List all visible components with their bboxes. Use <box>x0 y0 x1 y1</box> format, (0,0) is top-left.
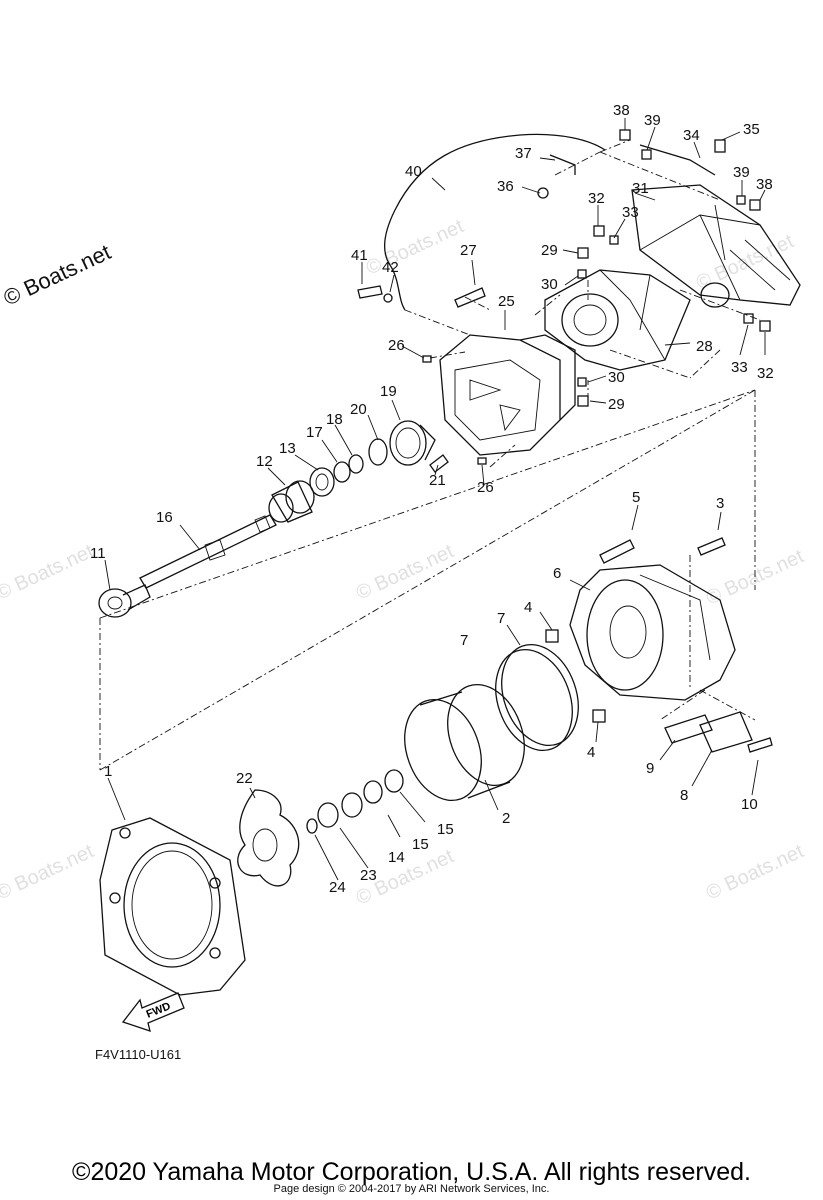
watermark-faint-group: © Boats.net © Boats.net © Boats.net © Bo… <box>0 215 807 909</box>
callout-5: 5 <box>632 489 640 506</box>
watermark-faint: © Boats.net <box>0 540 97 604</box>
watermark-faint: © Boats.net <box>363 215 468 279</box>
callout-22: 22 <box>236 770 253 787</box>
callout-38a: 38 <box>613 102 630 119</box>
callout-30a: 30 <box>541 276 558 293</box>
fwd-label: FWD <box>145 1000 173 1021</box>
plate-part-8 <box>699 711 753 753</box>
watermark-main: © Boats.net <box>0 239 115 310</box>
diagram-code: F4V1110-U161 <box>95 1047 181 1062</box>
callout-3: 3 <box>716 495 724 512</box>
o-ring-part-20 <box>368 438 388 466</box>
callout-16: 16 <box>156 509 173 526</box>
callout-26a: 26 <box>388 337 405 354</box>
callout-18: 18 <box>326 411 343 428</box>
callout-36: 36 <box>497 178 514 195</box>
watermark-faint: © Boats.net <box>703 840 808 904</box>
intake-plate-part-1 <box>99 817 246 996</box>
callout-28: 28 <box>696 338 713 355</box>
callout-13: 13 <box>279 440 296 457</box>
seal-rings-part-7 <box>495 643 579 752</box>
washer-part-15 <box>384 769 404 793</box>
callout-26b: 26 <box>477 479 494 496</box>
housing-part-6 <box>569 564 736 701</box>
impeller-part-22 <box>237 789 300 887</box>
watermark-faint: © Boats.net <box>0 840 97 904</box>
coupling-part-11 <box>98 584 151 618</box>
callout-29b: 29 <box>608 396 625 413</box>
callout-40: 40 <box>405 163 422 180</box>
bolt-part-5 <box>599 539 635 564</box>
callout-39a: 39 <box>644 112 661 129</box>
callout-10: 10 <box>741 796 758 813</box>
callout-15b: 15 <box>437 821 454 838</box>
cap-part-19 <box>389 420 436 466</box>
bolt-part-10 <box>747 737 773 753</box>
assembly-guide-lines <box>99 139 761 771</box>
callout-8: 8 <box>680 787 688 804</box>
callout-11: 11 <box>90 545 106 562</box>
callout-17: 17 <box>306 424 323 441</box>
forward-direction-arrow: FWD <box>121 992 185 1032</box>
callout-2: 2 <box>502 810 510 827</box>
washer-part-14 <box>341 792 363 818</box>
liner-part-2 <box>404 683 525 802</box>
pump-housing-part-25 <box>439 334 576 456</box>
callout-12: 12 <box>256 453 273 470</box>
callout-20: 20 <box>350 401 367 418</box>
callout-27: 27 <box>460 242 477 259</box>
callout-41: 41 <box>351 247 368 264</box>
washer-part-18 <box>348 454 364 474</box>
callout-21: 21 <box>429 472 446 489</box>
callout-19: 19 <box>380 383 397 400</box>
callout-35: 35 <box>743 121 760 138</box>
callout-4a: 4 <box>524 599 532 616</box>
callout-7-bottom: 7 <box>460 632 468 649</box>
callout-23: 23 <box>360 867 377 884</box>
callout-30b: 30 <box>608 369 625 386</box>
copyright-notice: ©2020 Yamaha Motor Corporation, U.S.A. A… <box>72 1158 751 1186</box>
page-design-credit: Page design © 2004-2017 by ARI Network S… <box>273 1183 550 1195</box>
callout-34: 34 <box>683 127 700 144</box>
gasket-part-9 <box>664 714 713 744</box>
callout-32a: 32 <box>588 190 605 207</box>
callout-15a: 15 <box>412 836 429 853</box>
o-ring-part-24 <box>306 818 318 834</box>
callout-9: 9 <box>646 760 654 777</box>
callout-7: 7 <box>497 610 505 627</box>
bearing-part-13 <box>309 467 335 497</box>
bolt-part-3 <box>697 537 726 556</box>
callout-24: 24 <box>329 879 346 896</box>
callout-labels: 1 2 3 4 4 5 6 7 7 8 9 10 11 12 13 14 15 … <box>90 102 774 896</box>
callout-4b: 4 <box>587 744 595 761</box>
callout-42: 42 <box>382 259 399 276</box>
bearing-part-23 <box>317 802 339 828</box>
cable-part-40 <box>383 133 606 311</box>
callout-37: 37 <box>515 145 532 162</box>
callout-39b: 39 <box>733 164 750 181</box>
callout-29a: 29 <box>541 242 558 259</box>
shaft-part-16 <box>139 514 277 589</box>
small-hardware <box>357 129 771 473</box>
spacer-part-4 <box>592 709 606 723</box>
callout-25: 25 <box>498 293 515 310</box>
sleeve-part-12 <box>268 480 315 523</box>
nozzle-ring-part-28 <box>544 269 691 371</box>
callout-33b: 33 <box>731 359 748 376</box>
nozzle-part-31 <box>631 184 801 308</box>
callout-6: 6 <box>553 565 561 582</box>
callout-38b: 38 <box>756 176 773 193</box>
callout-33a: 33 <box>622 204 639 221</box>
callout-31: 31 <box>632 180 649 197</box>
leader-lines <box>104 118 766 881</box>
callout-14: 14 <box>388 849 405 866</box>
washer-part-15 <box>363 780 383 804</box>
spacer-part-4 <box>545 629 559 643</box>
watermark-faint: © Boats.net <box>353 540 458 604</box>
callout-32b: 32 <box>757 365 774 382</box>
washer-part-17 <box>333 461 351 483</box>
callout-1: 1 <box>104 763 112 780</box>
